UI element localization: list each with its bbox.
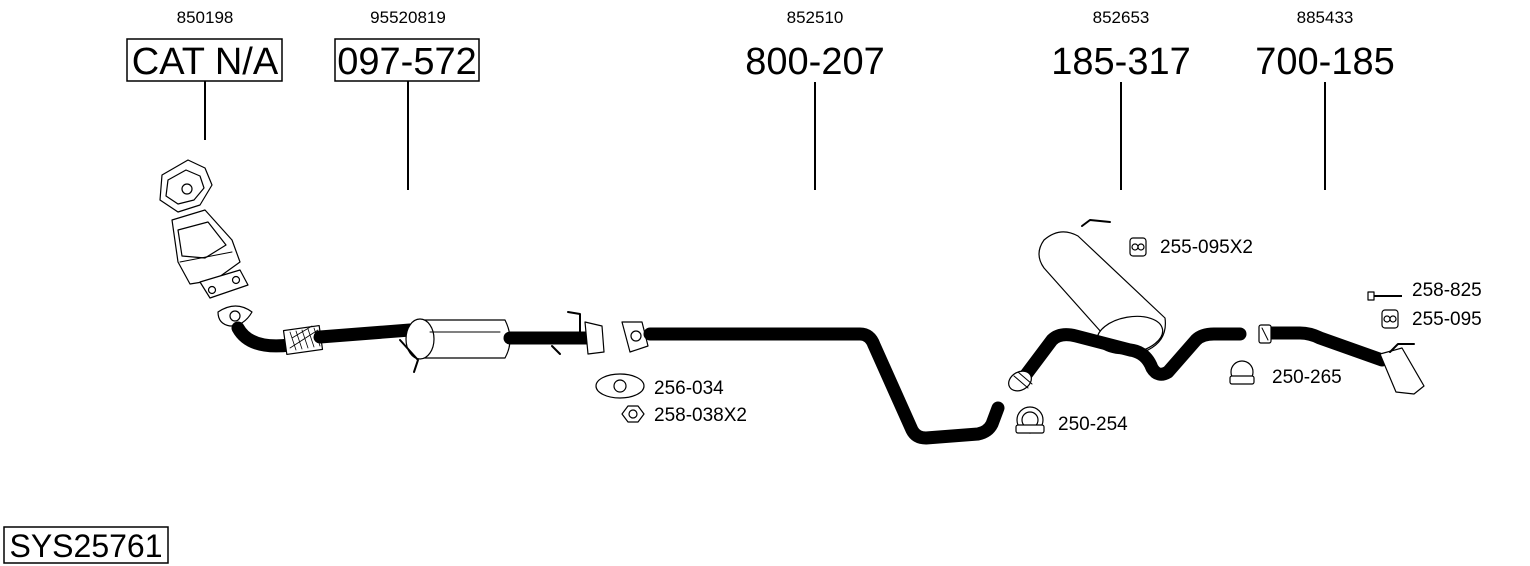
part-number-box <box>334 38 480 82</box>
oem-ref-885433: 885433 <box>1297 8 1354 27</box>
bolt-icon <box>1367 291 1402 301</box>
accessory-label: 255-095 <box>1412 309 1482 330</box>
accessory-258-825[interactable]: 258-825 <box>1367 280 1482 301</box>
accessory-250-254[interactable]: 250-254 <box>1015 406 1128 435</box>
nut-icon <box>621 405 645 423</box>
accessory-label: 250-254 <box>1058 414 1128 435</box>
accessory-label: 255-095X2 <box>1160 237 1253 258</box>
accessory-258-038x2[interactable]: 258-038X2 <box>621 405 747 426</box>
accessory-label: 258-038X2 <box>654 405 747 426</box>
part-number-box <box>126 38 283 82</box>
system-code-box <box>3 526 169 564</box>
part-number-185-317: 185-317 <box>1051 41 1190 83</box>
accessory-label: 258-825 <box>1412 280 1482 301</box>
component-middle-pipe[interactable]: 852510 800-207 <box>745 8 885 190</box>
rubber-hanger-icon <box>1381 309 1399 329</box>
part-number-097-572: 097-572 <box>337 41 476 83</box>
oem-ref-850198: 850198 <box>177 8 234 27</box>
accessory-255-095[interactable]: 255-095 <box>1381 309 1482 330</box>
oem-ref-852653: 852653 <box>1093 8 1150 27</box>
front-silencer-drawing <box>217 305 605 373</box>
component-catalytic-converter[interactable]: 850198 CAT N/A <box>126 8 283 140</box>
clamp-icon <box>1229 360 1255 385</box>
component-tail-pipe[interactable]: 885433 700-185 <box>1255 8 1395 190</box>
component-rear-silencer[interactable]: 852653 185-317 <box>1051 8 1191 190</box>
component-front-silencer[interactable]: 95520819 097-572 <box>334 8 480 190</box>
oem-ref-852510: 852510 <box>787 8 844 27</box>
catalytic-converter-drawing <box>159 159 249 299</box>
gasket-icon <box>595 373 645 399</box>
accessory-250-265[interactable]: 250-265 <box>1229 360 1342 388</box>
tail-pipe-drawing <box>1258 324 1425 395</box>
rear-silencer-drawing <box>1008 219 1247 392</box>
clamp-icon <box>1015 406 1045 434</box>
accessory-label: 256-034 <box>654 378 724 399</box>
accessory-256-034[interactable]: 256-034 <box>595 373 724 399</box>
part-number-cat-na: CAT N/A <box>132 41 279 83</box>
part-number-800-207: 800-207 <box>745 41 884 83</box>
oem-ref-95520819: 95520819 <box>370 8 446 27</box>
accessory-label: 250-265 <box>1272 367 1342 388</box>
system-code: SYS25761 <box>3 526 169 564</box>
system-code-label: SYS25761 <box>9 528 162 564</box>
accessory-255-095x2[interactable]: 255-095X2 <box>1129 237 1253 258</box>
rubber-hanger-icon <box>1129 237 1147 257</box>
middle-pipe-drawing <box>621 321 1005 445</box>
part-number-700-185: 700-185 <box>1255 41 1394 83</box>
